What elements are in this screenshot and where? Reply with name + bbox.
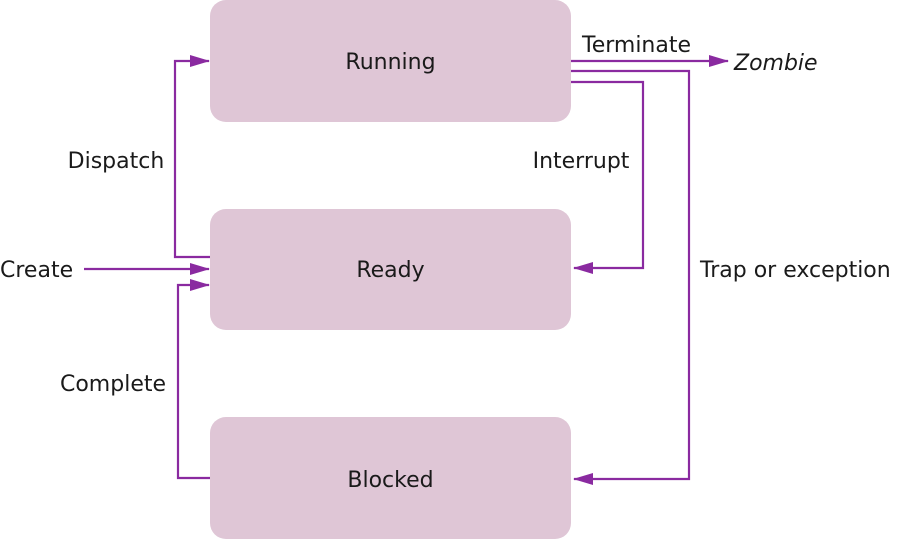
state-running-box (210, 0, 571, 122)
edge-dispatch-label: Dispatch (68, 149, 165, 174)
state-blocked-box (210, 417, 571, 539)
edge-interrupt: Interrupt (533, 80, 645, 274)
state-ready-box (210, 209, 571, 330)
edge-dispatch: Dispatch (68, 55, 210, 259)
state-blocked-label: Blocked (347, 468, 433, 493)
edge-trap-or-exception-line (571, 69, 691, 485)
state-ready-label: Ready (356, 258, 424, 283)
state-ready: Ready (210, 209, 571, 330)
edge-interrupt-line (571, 80, 645, 274)
state-running-label: Running (345, 50, 435, 75)
edge-terminate: Terminate Zombie (571, 33, 818, 76)
edge-interrupt-label: Interrupt (533, 149, 630, 174)
edge-trap-or-exception-label: Trap or exception (699, 258, 891, 283)
edge-complete: Complete (60, 279, 210, 480)
edge-complete-line (176, 279, 210, 480)
edge-trap-or-exception: Trap or exception (571, 69, 891, 485)
edge-create-label: Create (0, 258, 73, 283)
edge-dispatch-line (173, 55, 210, 259)
edge-terminate-label: Terminate (581, 33, 691, 58)
edge-create: Create (0, 258, 210, 283)
state-running: Running (210, 0, 571, 122)
state-blocked: Blocked (210, 417, 571, 539)
state-zombie-label: Zombie (733, 51, 818, 76)
edge-complete-label: Complete (60, 372, 166, 397)
